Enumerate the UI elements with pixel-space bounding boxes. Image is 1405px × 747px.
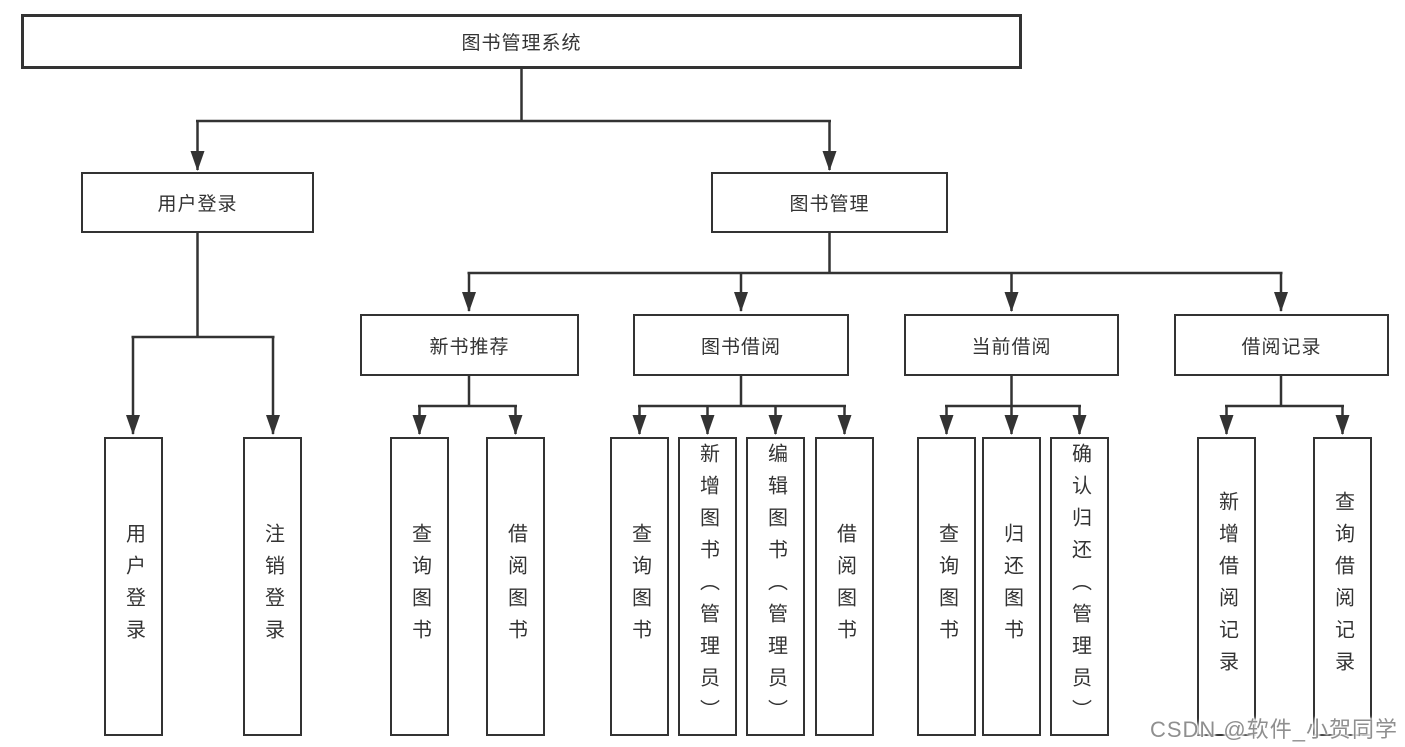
leaf-label: 查询图书 bbox=[935, 522, 958, 651]
leaf-query-borrow-record: 查询借阅记录 bbox=[1313, 437, 1372, 736]
leaf-add-borrow-record: 新增借阅记录 bbox=[1197, 437, 1256, 736]
leaf-return-book: 归还图书 bbox=[982, 437, 1041, 736]
leaf-query-book-3: 查询图书 bbox=[917, 437, 976, 736]
node-book-borrow: 图书借阅 bbox=[633, 314, 849, 376]
watermark: CSDN @软件_小贺同学 bbox=[1149, 717, 1398, 742]
leaf-borrow-book-1: 借阅图书 bbox=[486, 437, 545, 736]
node-label: 新书推荐 bbox=[429, 336, 510, 358]
leaf-label: 确认归还（管理员） bbox=[1068, 442, 1091, 731]
node-label: 图书借阅 bbox=[700, 336, 781, 358]
leaf-label: 编辑图书（管理员） bbox=[764, 442, 787, 731]
leaf-label: 查询借阅记录 bbox=[1331, 490, 1354, 683]
node-label: 图书管理系统 bbox=[461, 33, 582, 54]
leaf-label: 借阅图书 bbox=[833, 522, 856, 651]
leaf-logout: 注销登录 bbox=[243, 437, 302, 736]
node-label: 图书管理 bbox=[789, 194, 870, 215]
node-borrow-records: 借阅记录 bbox=[1174, 314, 1389, 376]
node-book-management: 图书管理 bbox=[711, 172, 948, 233]
node-label: 用户登录 bbox=[157, 194, 238, 215]
leaf-label: 归还图书 bbox=[1000, 522, 1023, 651]
leaf-confirm-return-admin: 确认归还（管理员） bbox=[1050, 437, 1109, 736]
node-new-book-recommend: 新书推荐 bbox=[360, 314, 579, 376]
node-label: 借阅记录 bbox=[1241, 336, 1322, 358]
leaf-edit-book-admin: 编辑图书（管理员） bbox=[746, 437, 805, 736]
leaf-label: 查询图书 bbox=[628, 522, 651, 651]
leaf-label: 用户登录 bbox=[122, 522, 145, 651]
node-label: 当前借阅 bbox=[971, 336, 1052, 358]
leaf-user-login: 用户登录 bbox=[104, 437, 163, 736]
leaf-query-book-1: 查询图书 bbox=[390, 437, 449, 736]
leaf-label: 新增图书（管理员） bbox=[696, 442, 719, 731]
node-current-borrow: 当前借阅 bbox=[904, 314, 1119, 376]
node-library-system: 图书管理系统 bbox=[21, 14, 1022, 69]
leaf-add-book-admin: 新增图书（管理员） bbox=[678, 437, 737, 736]
leaf-label: 查询图书 bbox=[408, 522, 431, 651]
leaf-label: 新增借阅记录 bbox=[1215, 490, 1238, 683]
leaf-label: 借阅图书 bbox=[504, 522, 527, 651]
leaf-borrow-book-2: 借阅图书 bbox=[815, 437, 874, 736]
node-user-login: 用户登录 bbox=[81, 172, 314, 233]
leaf-query-book-2: 查询图书 bbox=[610, 437, 669, 736]
leaf-label: 注销登录 bbox=[261, 522, 284, 651]
